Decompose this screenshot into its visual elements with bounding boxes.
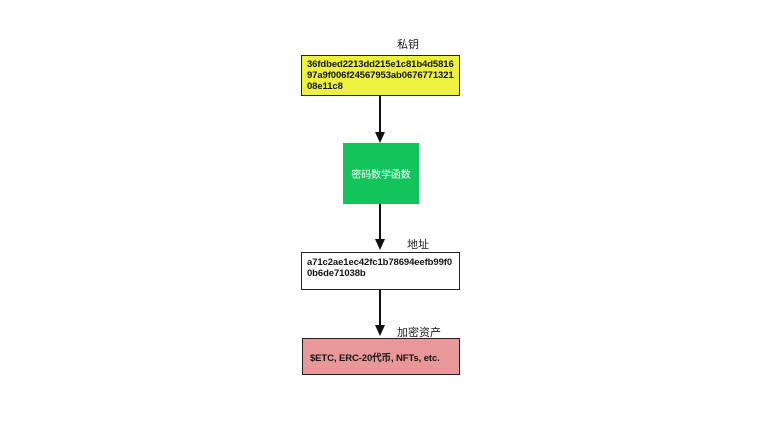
arrow-shaft <box>378 290 382 325</box>
crypto-function-box: 密码数学函数 <box>343 143 419 204</box>
private-key-value: 36fdbed2213dd215e1c81b4d581697a9f006f245… <box>307 59 454 92</box>
private-key-label: 私钥 <box>397 39 419 51</box>
arrow-head-icon <box>375 325 385 336</box>
arrow-head-icon <box>375 239 385 250</box>
crypto-assets-label: 加密资产 <box>397 327 441 339</box>
crypto-function-label: 密码数学函数 <box>351 170 411 181</box>
arrow-shaft <box>378 204 382 239</box>
arrow-function-to-address <box>374 204 386 250</box>
private-key-box: 36fdbed2213dd215e1c81b4d581697a9f006f245… <box>301 55 460 96</box>
arrow-shaft <box>378 96 382 132</box>
crypto-assets-box: $ETC, ERC-20代币, NFTs, etc. <box>302 338 460 375</box>
arrow-address-to-assets <box>374 290 386 336</box>
address-value: a71c2ae1ec42fc1b78694eefb99f00b6de71038b <box>307 257 452 279</box>
arrow-private-key-to-function <box>374 96 386 143</box>
arrow-head-icon <box>375 132 385 143</box>
address-box: a71c2ae1ec42fc1b78694eefb99f00b6de71038b <box>301 252 460 290</box>
address-label: 地址 <box>407 239 429 251</box>
crypto-assets-value: $ETC, ERC-20代币, NFTs, etc. <box>310 352 440 364</box>
